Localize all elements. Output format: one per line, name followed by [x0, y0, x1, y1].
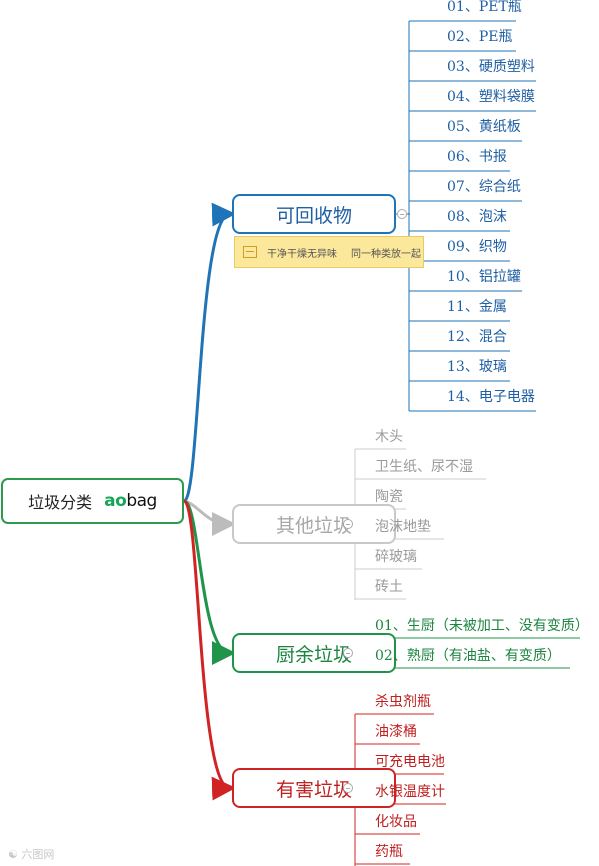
leaf-item[interactable]: 木头	[375, 429, 403, 445]
leaf-item[interactable]: 14、电子电器	[447, 389, 535, 405]
leaf-item[interactable]: 油漆桶	[375, 724, 417, 740]
leaf-item[interactable]: 12、混合	[447, 329, 507, 345]
leaf-item[interactable]: 09、织物	[447, 239, 507, 255]
branch-kitchen[interactable]: 厨余垃圾	[232, 633, 396, 673]
connector-recyclable	[182, 202, 236, 503]
leaf-item[interactable]: 04、塑料袋膜	[447, 89, 535, 105]
leaf-item[interactable]: 杀虫剂瓶	[375, 694, 431, 710]
leaf-item[interactable]: 01、生厨（未被加工、没有变质）	[375, 618, 589, 634]
leaf-item[interactable]: 卫生纸、尿不湿	[375, 459, 473, 475]
leaf-item[interactable]: 碎玻璃	[375, 549, 417, 565]
leaf-item[interactable]: 05、黄纸板	[447, 119, 521, 135]
root-node[interactable]: 垃圾分类 aobag	[1, 478, 184, 524]
leaf-item[interactable]: 02、熟厨（有油盐、有变质）	[375, 648, 561, 664]
collapse-toggle-hazardous[interactable]	[343, 783, 353, 793]
leaf-item[interactable]: 03、硬质塑料	[447, 59, 535, 75]
leaf-item[interactable]: 泡沫地垫	[375, 519, 431, 535]
leaf-item[interactable]: 11、金属	[447, 299, 507, 315]
leaf-item[interactable]: 01、PET瓶	[447, 0, 522, 15]
collapse-toggle-other[interactable]	[343, 519, 353, 529]
leaf-item[interactable]: 06、书报	[447, 149, 507, 165]
branch-label: 有害垃圾	[275, 778, 352, 801]
watermark: ☯ 六图网	[8, 846, 54, 862]
aobag-logo: aobag	[104, 491, 157, 511]
branch-other[interactable]: 其他垃圾	[232, 504, 396, 544]
connector-hazardous	[182, 499, 236, 801]
leaf-item[interactable]: 08、泡沫	[447, 209, 507, 225]
leaf-item[interactable]: 砖土	[375, 579, 403, 595]
note-text-2: 同一种类放一起	[351, 248, 421, 260]
root-label: 垃圾分类	[28, 493, 93, 512]
branch-label: 厨余垃圾	[275, 643, 352, 666]
leaf-item[interactable]: 13、玻璃	[447, 359, 507, 375]
watermark-icon: ☯	[8, 848, 18, 861]
collapse-toggle-kitchen[interactable]	[343, 648, 353, 658]
note-icon	[243, 246, 257, 258]
branch-recyclable[interactable]: 可回收物	[232, 194, 396, 234]
leaf-item[interactable]: 07、综合纸	[447, 179, 521, 195]
leaf-item[interactable]: 药瓶	[375, 844, 403, 860]
leaf-item[interactable]: 02、PE瓶	[447, 29, 513, 45]
collapse-toggle-recyclable[interactable]	[397, 209, 407, 219]
branch-hazardous[interactable]: 有害垃圾	[232, 768, 396, 808]
watermark-text: 六图网	[21, 848, 55, 861]
branch-label: 可回收物	[275, 204, 352, 227]
leaf-item[interactable]: 水银温度计	[375, 784, 445, 800]
leaf-item[interactable]: 10、铝拉罐	[447, 269, 521, 285]
leaf-item[interactable]: 化妆品	[375, 814, 417, 830]
leaf-item[interactable]: 可充电电池	[375, 754, 445, 770]
note-text-1: 干净干燥无异味	[267, 248, 337, 260]
leaf-item[interactable]: 陶瓷	[375, 489, 403, 505]
branch-label: 其他垃圾	[275, 514, 352, 537]
branch-note: 干净干燥无异味 同一种类放一起	[234, 236, 424, 268]
connector-kitchen	[183, 499, 236, 665]
